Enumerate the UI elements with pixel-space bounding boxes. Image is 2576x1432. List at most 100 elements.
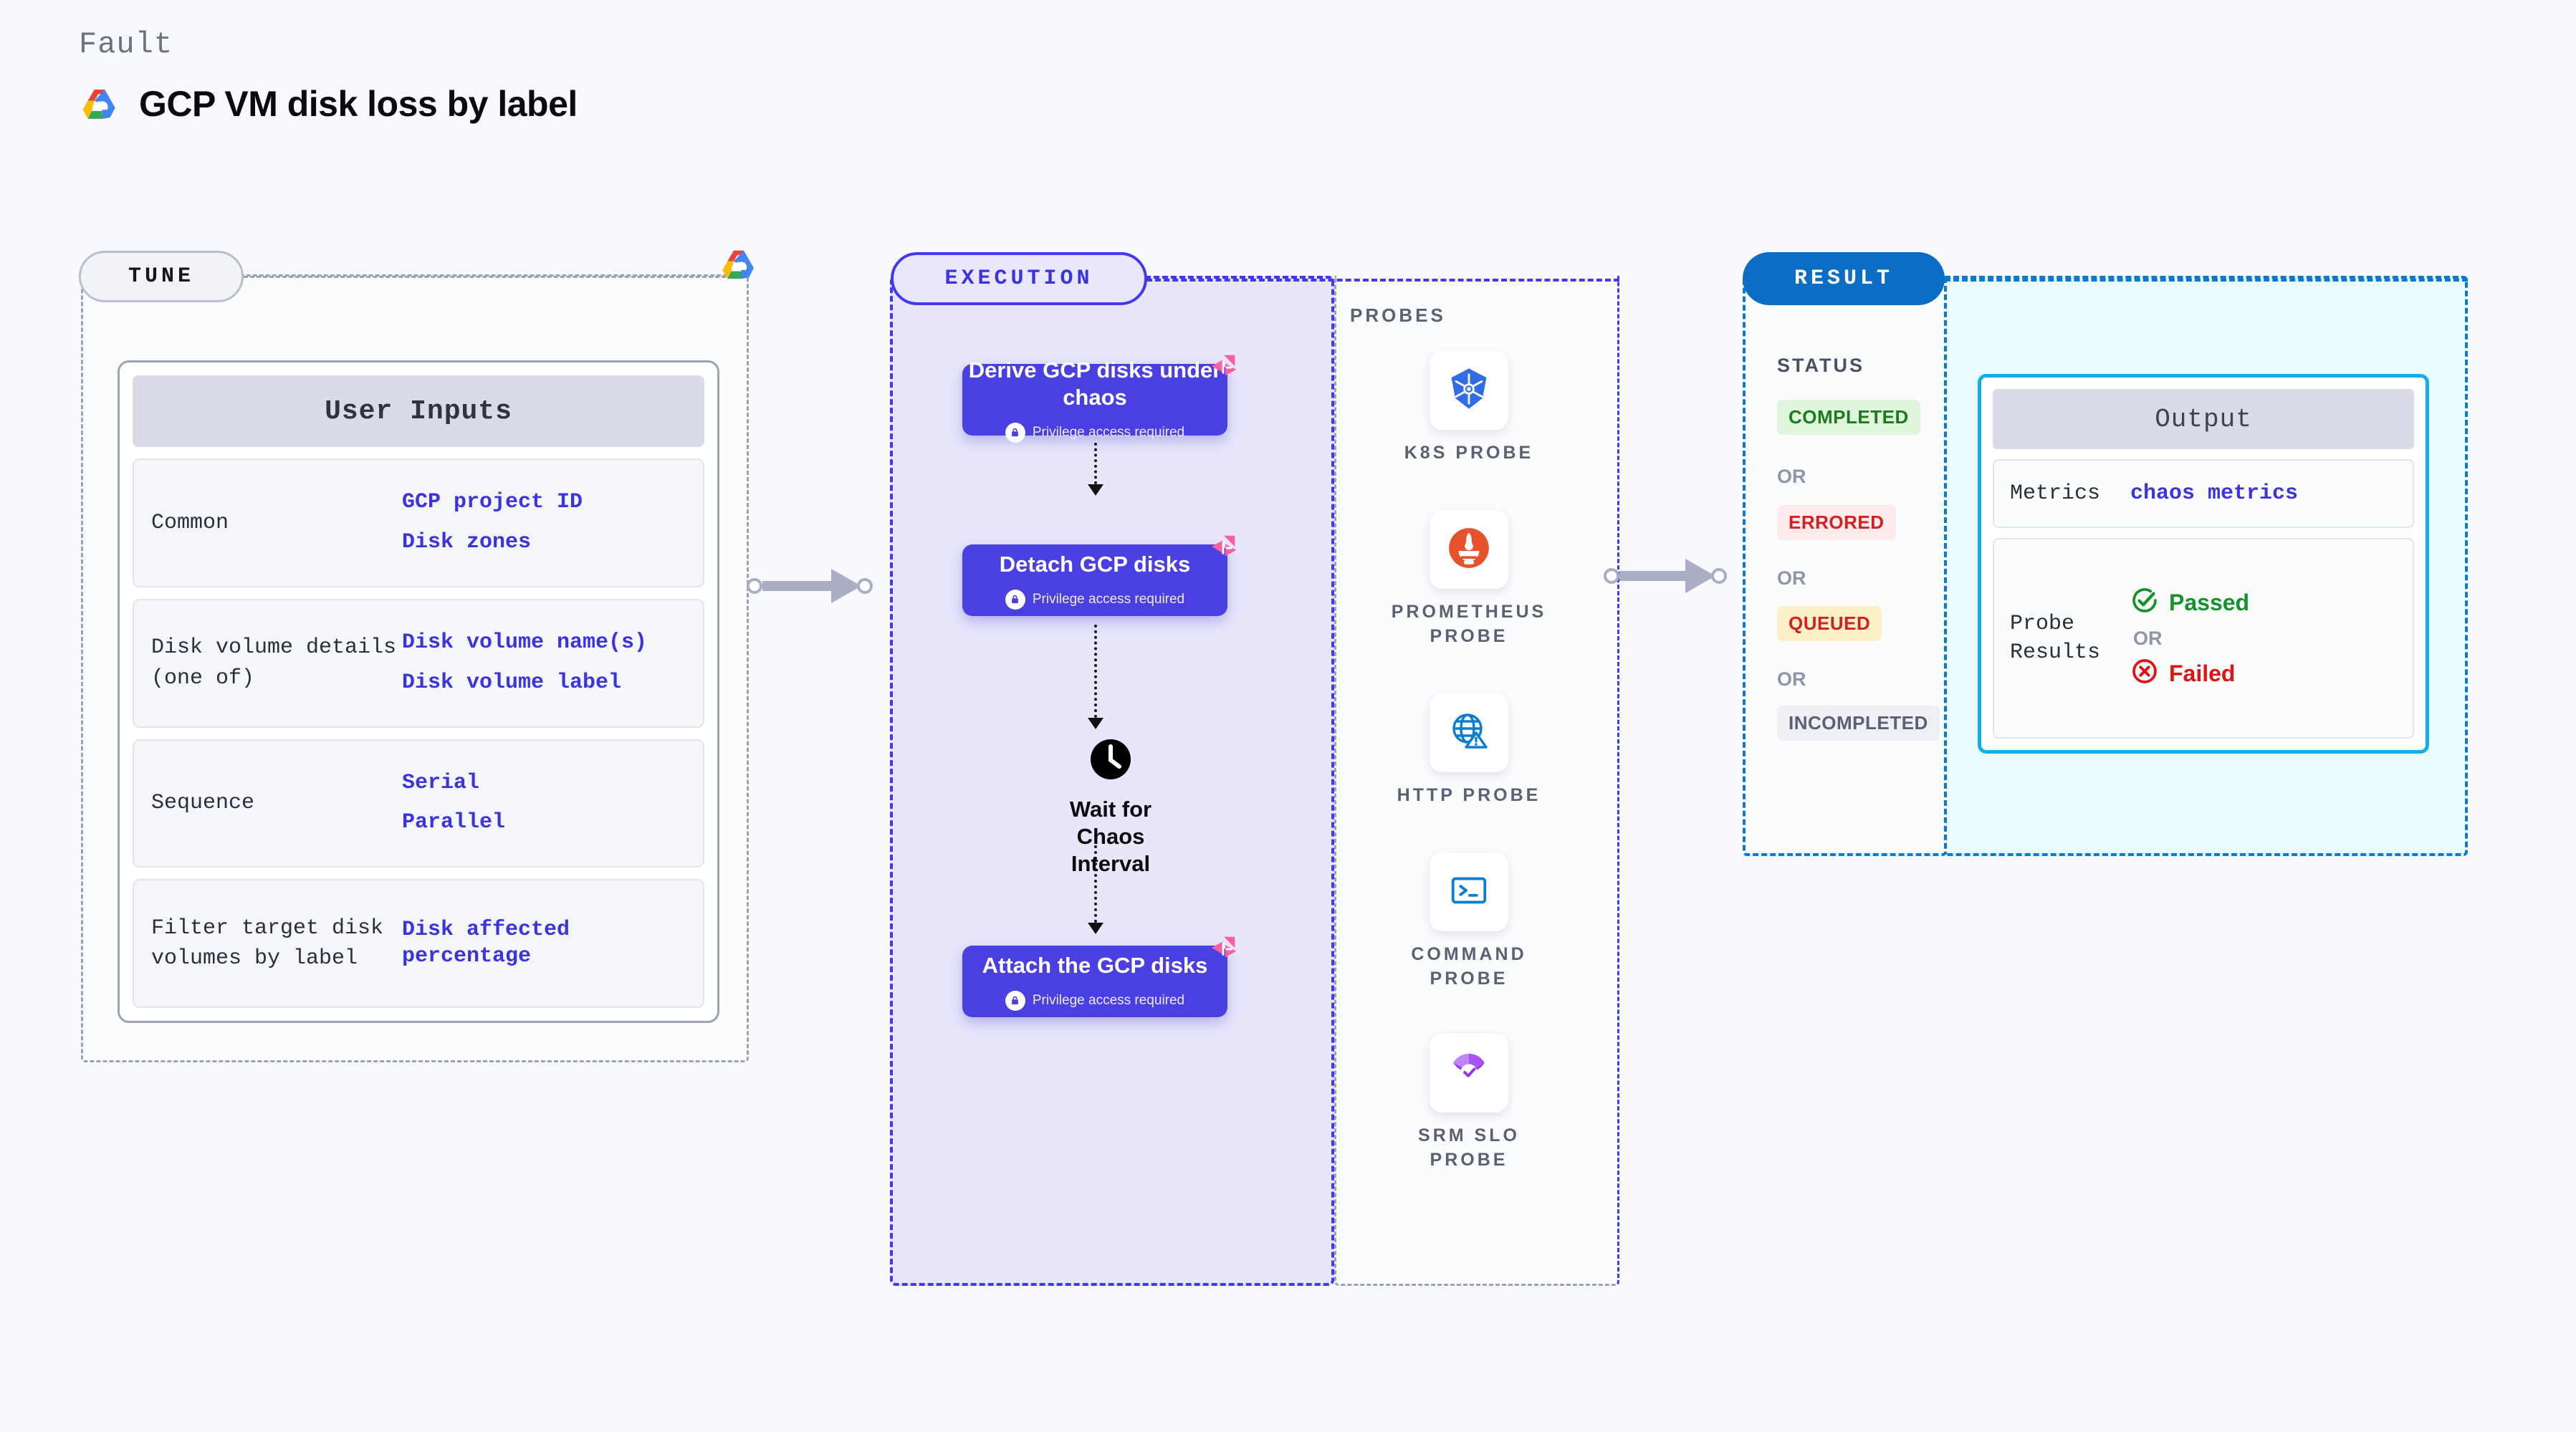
privilege-note: Privilege access required (1005, 589, 1184, 610)
litmus-chaos-icon (1207, 933, 1240, 969)
connector-arrowhead (1685, 559, 1715, 593)
output-row-key: Metrics (2010, 481, 2101, 506)
input-value: Disk zones (402, 529, 532, 554)
input-row-values: Disk volume name(s) Disk volume label (402, 630, 686, 696)
status-title: STATUS (1777, 355, 1864, 376)
probe-result-passed: Passed (2130, 586, 2397, 620)
status-or-label: OR (1777, 668, 1806, 690)
stage-badge-tune[interactable]: TUNE (79, 251, 244, 302)
input-row-key: Filter target disk volumes by label (151, 916, 384, 971)
execution-node-detach-gcp-disks[interactable]: Detach GCP disks Privilege access requir… (962, 535, 1237, 616)
result-dashed-connector (1945, 279, 2468, 282)
probe-result-or-label: OR (2133, 627, 2163, 649)
probe-http[interactable]: HTTP PROBE (1383, 693, 1555, 808)
output-card: Output Metrics chaos metrics Probe Resul… (1978, 374, 2429, 754)
connector-execution-to-result (1604, 559, 1747, 593)
status-badge-errored: ERRORED (1777, 505, 1896, 540)
probe-tile (1430, 351, 1508, 430)
probe-label: SRM SLO PROBE (1418, 1125, 1520, 1170)
probe-tile (1430, 852, 1508, 931)
srm-slo-icon (1447, 1049, 1491, 1097)
privilege-text: Privilege access required (1032, 424, 1185, 440)
page-header: Fault GCP VM disk loss by label (79, 27, 578, 125)
probe-label: PROMETHEUS PROBE (1391, 602, 1547, 646)
probe-tile (1430, 1034, 1508, 1113)
input-value: Parallel (402, 810, 506, 835)
lock-icon (1005, 422, 1025, 443)
probe-command[interactable]: COMMAND PROBE (1383, 852, 1555, 991)
input-row-filter-target[interactable]: Filter target disk volumes by label Disk… (133, 879, 704, 1008)
input-row-sequence[interactable]: Sequence Serial Parallel (133, 739, 704, 868)
input-row-values: GCP project ID Disk zones (402, 489, 686, 556)
x-circle-icon (2130, 657, 2159, 691)
input-value: Disk affected percentage (402, 917, 570, 969)
user-inputs-card: User Inputs Common GCP project ID Disk z… (118, 360, 719, 1023)
status-badge-incompleted: INCOMPLETED (1777, 706, 1940, 741)
user-inputs-title: User Inputs (133, 375, 704, 447)
fault-eyebrow: Fault (79, 27, 173, 62)
connector-dot (1711, 568, 1727, 584)
input-row-values: Serial Parallel (402, 770, 686, 837)
privilege-note: Privilege access required (1005, 422, 1185, 443)
execution-dashed-connector (1146, 279, 1619, 282)
privilege-note: Privilege access required (1005, 990, 1185, 1011)
node-title: Derive GCP disks under chaos (968, 357, 1222, 410)
output-row-value: chaos metrics (2130, 481, 2397, 506)
title-row: GCP VM disk loss by label (79, 83, 578, 125)
gcp-cloud-icon (79, 86, 120, 122)
input-value: Disk volume name(s) (402, 630, 648, 655)
lock-icon (1005, 589, 1025, 610)
check-circle-icon (2130, 586, 2159, 620)
connector-dot (747, 578, 762, 594)
execution-node-wait-for-chaos-interval[interactable]: Wait for Chaos Interval (1039, 736, 1182, 877)
input-row-key: Sequence (151, 791, 255, 816)
failed-label: Failed (2169, 660, 2236, 686)
connector-tune-to-execution (747, 569, 893, 603)
probe-prometheus[interactable]: PROMETHEUS PROBE (1383, 510, 1555, 649)
connector-line (1619, 571, 1685, 581)
output-title: Output (1993, 389, 2414, 449)
probe-srm-slo[interactable]: SRM SLO PROBE (1383, 1034, 1555, 1173)
input-value: Serial (402, 770, 480, 795)
connector-arrowhead (831, 569, 861, 603)
status-badge-queued: QUEUED (1777, 606, 1882, 641)
output-row-value: Passed OR Failed (2130, 586, 2397, 691)
tune-panel: User Inputs Common GCP project ID Disk z… (81, 274, 749, 1062)
flow-arrow-3 (1088, 845, 1103, 934)
probe-label: K8S PROBE (1404, 443, 1534, 463)
probe-label: HTTP PROBE (1397, 785, 1541, 805)
probes-panel (1334, 276, 1619, 1286)
status-or-label: OR (1777, 466, 1806, 487)
node-title: Detach GCP disks (999, 552, 1191, 577)
passed-label: Passed (2169, 590, 2250, 615)
probe-result-failed: Failed (2130, 657, 2397, 691)
privilege-text: Privilege access required (1032, 992, 1185, 1008)
status-badge-completed: COMPLETED (1777, 400, 1920, 435)
probe-tile (1430, 510, 1508, 589)
execution-node-attach-gcp-disks[interactable]: Attach the GCP disks Privilege access re… (962, 936, 1237, 1017)
input-row-key: Disk volume details (one of) (151, 635, 397, 691)
connector-line (762, 581, 831, 591)
execution-node-derive-gcp-disks[interactable]: Derive GCP disks under chaos Privilege a… (962, 355, 1237, 443)
litmus-chaos-icon (1207, 532, 1240, 568)
kubernetes-icon (1445, 365, 1493, 417)
stage-badge-execution[interactable]: EXECUTION (891, 252, 1147, 305)
connector-dot (857, 578, 873, 594)
output-row-probe-results[interactable]: Probe Results Passed OR (1993, 538, 2414, 739)
wait-node-label: Wait for Chaos Interval (1069, 797, 1152, 876)
flow-arrow-1 (1088, 443, 1103, 496)
input-value: GCP project ID (402, 490, 583, 515)
http-globe-icon (1446, 708, 1492, 758)
input-row-common[interactable]: Common GCP project ID Disk zones (133, 458, 704, 587)
status-or-label: OR (1777, 567, 1806, 589)
probe-k8s[interactable]: K8S PROBE (1383, 351, 1555, 466)
output-row-metrics[interactable]: Metrics chaos metrics (1993, 459, 2414, 528)
page-title: GCP VM disk loss by label (139, 84, 578, 124)
tune-dashed-connector (244, 276, 745, 278)
input-row-key: Common (151, 510, 229, 535)
stage-badge-result[interactable]: RESULT (1743, 252, 1945, 305)
input-row-disk-volume-details[interactable]: Disk volume details (one of) Disk volume… (133, 598, 704, 728)
node-title: Attach the GCP disks (982, 953, 1208, 979)
tune-gcp-cloud-icon (719, 247, 759, 282)
lock-icon (1005, 990, 1025, 1011)
